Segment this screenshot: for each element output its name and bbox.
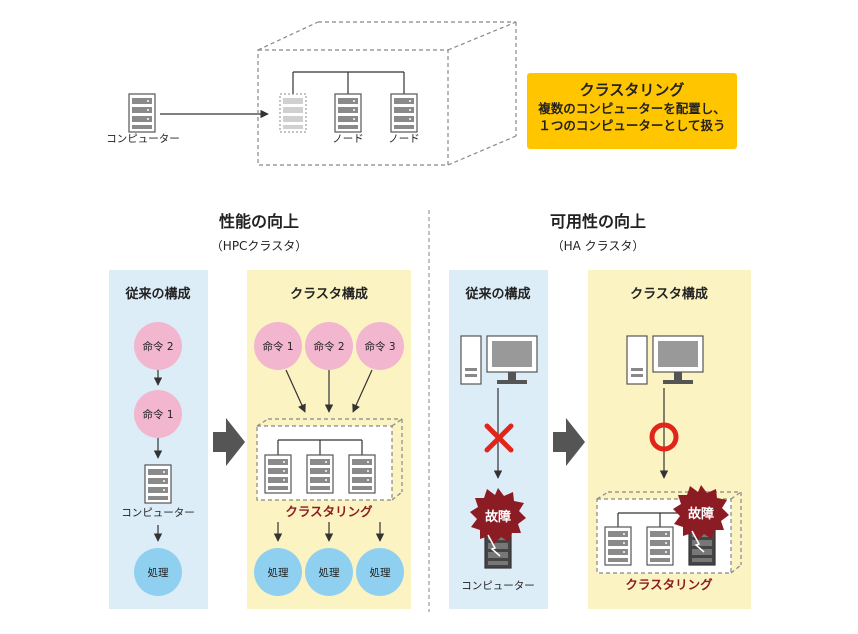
hpc-cluster-process-label-1: 処理 xyxy=(268,566,289,579)
callout-title: クラスタリング xyxy=(579,81,685,99)
hpc-cluster-label: クラスタリング xyxy=(285,504,373,519)
hpc-cluster-cmd-label-2: 命令 2 xyxy=(313,340,344,353)
ha-cluster-label: クラスタリング xyxy=(625,577,713,592)
hpc-cluster-in-arrow-3 xyxy=(352,369,373,413)
hpc-cluster-cmd-bubble-1 xyxy=(254,322,302,370)
hpc-cluster-in-arrow-1 xyxy=(285,369,306,413)
top-tree-lines xyxy=(292,71,405,94)
hpc-cluster-server-2 xyxy=(306,454,334,494)
hpc-cmd-label-bottom: 命令 1 xyxy=(142,408,173,421)
lightning-icon xyxy=(487,534,501,557)
callout-line-2: １つのコンピューターとして扱う xyxy=(538,118,726,133)
hpc-cluster-process-label-2: 処理 xyxy=(319,566,340,579)
ha-cluster-server-1 xyxy=(604,526,632,566)
ha-trad-failure-label: 故障 xyxy=(485,509,511,525)
o-icon xyxy=(649,422,679,452)
hpc-cluster-tree xyxy=(277,439,363,455)
ha-title: 可用性の向上 xyxy=(550,212,646,231)
ha-cluster-heading: クラスタ構成 xyxy=(630,286,708,302)
lightning-icon xyxy=(691,530,705,553)
top-node-1 xyxy=(334,93,362,133)
top-computer xyxy=(128,93,156,133)
hpc-cluster-process-bubble-1 xyxy=(254,548,302,596)
callout-line-1: 複数のコンピューターを配置し、 xyxy=(538,101,726,116)
hpc-cluster-process-bubble-3 xyxy=(356,548,404,596)
top-node-label-2: ノード xyxy=(388,133,420,145)
hpc-cmd-label-top: 命令 2 xyxy=(142,340,173,353)
ha-subtitle: （HA クラスタ） xyxy=(552,239,645,253)
hpc-cluster-cmd-bubble-3 xyxy=(356,322,404,370)
hpc-process-bubble xyxy=(134,548,182,596)
cluster-cube xyxy=(257,21,517,166)
ha-trad-computer-label: コンピューター xyxy=(461,580,535,592)
hpc-cluster-cmd-label-1: 命令 1 xyxy=(262,340,293,353)
hpc-transition-arrow xyxy=(213,418,245,466)
x-icon xyxy=(484,423,514,453)
hpc-cluster-server-3 xyxy=(348,454,376,494)
hpc-cluster-cmd-bubble-2 xyxy=(305,322,353,370)
hpc-cluster-process-bubble-2 xyxy=(305,548,353,596)
hpc-cmd-bubble-bottom xyxy=(134,390,182,438)
ha-cluster-failure-label: 故障 xyxy=(688,506,714,522)
hpc-cluster-heading: クラスタ構成 xyxy=(290,286,368,302)
hpc-cluster-cmd-label-3: 命令 3 xyxy=(364,340,395,353)
top-node-label-1: ノード xyxy=(332,133,364,145)
hpc-title: 性能の向上 xyxy=(219,212,299,231)
hpc-subtitle: （HPCクラスタ） xyxy=(211,239,307,253)
top-computer-label: コンピューター xyxy=(106,133,180,145)
ha-cluster-server-2 xyxy=(646,526,674,566)
hpc-trad-computer-label: コンピューター xyxy=(121,507,195,519)
hpc-traditional-heading: 従来の構成 xyxy=(124,286,190,302)
ha-traditional-heading: 従来の構成 xyxy=(464,286,530,302)
top-ghost-server xyxy=(279,93,307,133)
hpc-cmd-bubble-top xyxy=(134,322,182,370)
clustering-callout: クラスタリング 複数のコンピューターを配置し、 １つのコンピューターとして扱う xyxy=(527,73,737,149)
hpc-process-label: 処理 xyxy=(148,566,169,579)
hpc-cluster-server-1 xyxy=(264,454,292,494)
hpc-cluster-process-label-3: 処理 xyxy=(370,566,391,579)
ha-transition-arrow xyxy=(553,418,585,466)
hpc-trad-computer xyxy=(144,464,172,504)
top-node-2 xyxy=(390,93,418,133)
